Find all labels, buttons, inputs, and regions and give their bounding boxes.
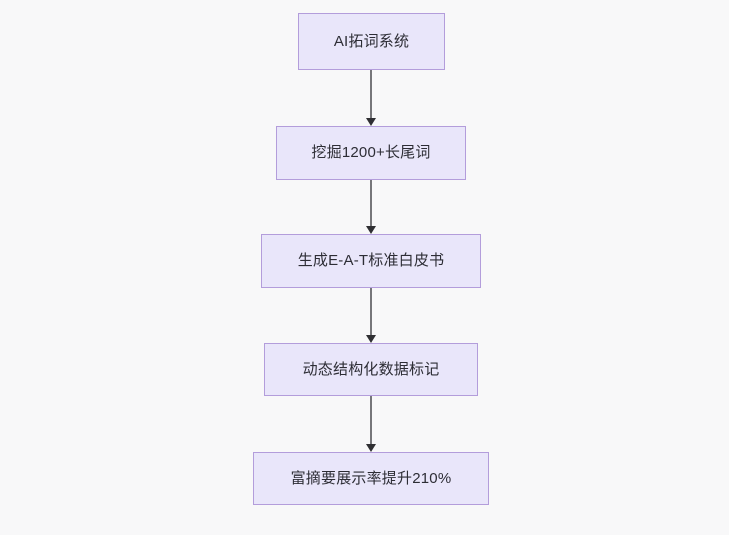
flow-edge-line [370,396,372,445]
arrow-head-icon [366,226,376,234]
flow-node-ai-keyword-system[interactable]: AI拓词系统 [298,13,445,70]
flow-node-generate-eat-whitepaper[interactable]: 生成E-A-T标准白皮书 [261,234,481,288]
arrow-head-icon [366,444,376,452]
flow-node-mine-longtail-keywords[interactable]: 挖掘1200+长尾词 [276,126,466,180]
flow-node-label: 富摘要展示率提升210% [290,469,452,487]
arrow-head-icon [366,118,376,126]
flow-node-rich-snippet-impression-uplift[interactable]: 富摘要展示率提升210% [253,452,489,505]
flow-node-label: 生成E-A-T标准白皮书 [297,252,445,269]
flow-node-dynamic-structured-data-markup[interactable]: 动态结构化数据标记 [264,343,478,396]
flow-node-label: 挖掘1200+长尾词 [311,144,431,161]
flow-node-label: 动态结构化数据标记 [302,360,440,378]
arrow-head-icon [366,335,376,343]
flow-edge-line [370,180,372,227]
flow-edge-line [370,70,372,119]
flow-node-label: AI拓词系统 [333,32,410,50]
flow-edge-line [370,288,372,336]
